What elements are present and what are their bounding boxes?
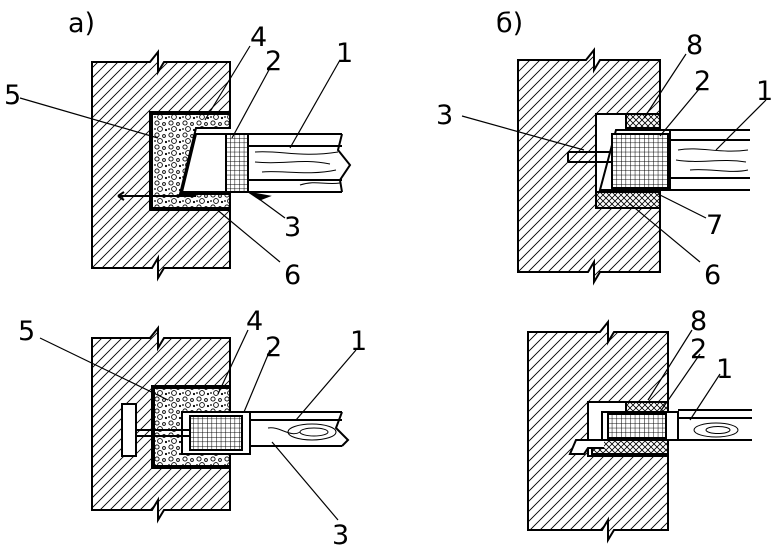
label-7: 7 [706,210,723,241]
label-2: 2 [265,332,282,363]
pad-top [625,113,661,129]
pad-bottom [595,191,661,209]
label-6: 6 [284,260,301,291]
backfill [151,113,231,209]
label-8: 8 [690,306,707,337]
nail [117,191,196,201]
panel-b-top: б) 3 8 2 1 7 6 [436,8,773,291]
masonry-wall [527,319,669,544]
wood-joist [248,133,342,193]
label-3: 3 [284,212,301,243]
label-5: 5 [4,80,21,111]
wood-joist [678,409,752,441]
nail [567,151,612,163]
panel-a-title: а) [68,8,95,39]
masonry-wall [91,325,231,524]
label-4: 4 [250,22,267,53]
panel-a-bottom: 5 4 2 1 3 [18,306,367,551]
insulation-gasket [611,133,669,189]
wood-joist [670,129,750,191]
panel-b-title: б) [496,8,523,39]
label-5: 5 [18,316,35,347]
label-2: 2 [694,66,711,97]
steel-hook [568,439,604,455]
anchor-plate [121,403,137,457]
insulation-gasket [607,413,667,439]
label-3: 3 [436,100,453,131]
insulation-gasket [189,415,243,451]
label-1: 1 [350,326,367,357]
label-6: 6 [704,260,721,291]
label-2: 2 [690,334,707,365]
label-2: 2 [265,46,282,77]
label-3: 3 [332,520,349,551]
label-4: 4 [246,306,263,337]
panel-b-bottom: 8 2 1 [527,306,752,544]
label-1: 1 [756,76,773,107]
wood-joist [250,411,342,447]
panel-a-top: а) 5 4 2 1 3 6 [4,8,353,291]
label-8: 8 [686,30,703,61]
anchor-rod [136,429,190,437]
label-1: 1 [336,38,353,69]
label-1: 1 [716,354,733,385]
insulation-gasket [225,133,249,193]
